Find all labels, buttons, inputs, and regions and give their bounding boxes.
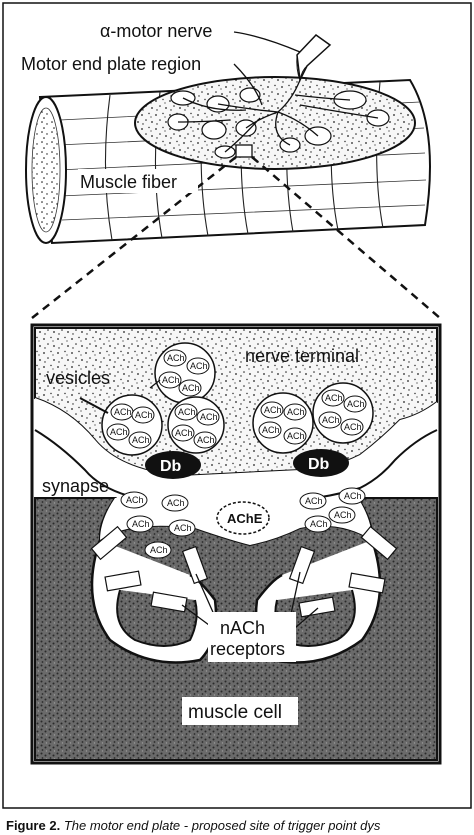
label-synapse: synapse — [42, 476, 109, 496]
ach-free-2 — [161, 494, 189, 512]
caption-number: Figure 2. — [6, 818, 61, 833]
ach-label: ACh — [262, 425, 280, 435]
ach-label: ACh — [287, 431, 305, 441]
dense-body-right — [293, 449, 349, 477]
ach-label: ACh — [190, 361, 208, 371]
ach-label: ACh — [264, 405, 282, 415]
ach-label: ACh — [162, 375, 180, 385]
ach-label: ACh — [287, 407, 305, 417]
label-muscle-fiber: Muscle fiber — [80, 172, 177, 192]
caption-body: The motor end plate - proposed site of t… — [63, 818, 381, 833]
ach-free-6 — [299, 492, 327, 510]
ach-free-5 — [144, 541, 172, 559]
ach-label: ACh — [132, 435, 150, 445]
ach-free-4 — [168, 519, 196, 537]
ach-label: ACh — [310, 519, 328, 529]
dense-body-left — [145, 451, 201, 479]
vesicle-cluster-5 — [312, 382, 374, 444]
motor-nerve — [296, 34, 332, 83]
ach-free-8 — [304, 515, 332, 533]
vesicle-cluster-2 — [101, 394, 163, 456]
ach-label: ACh — [167, 353, 185, 363]
ach-label: ACh — [305, 496, 323, 506]
motor-nerve-leader — [233, 31, 301, 53]
ach-label: ACh — [344, 422, 362, 432]
ach-label: ACh — [132, 519, 150, 529]
ach-label: ACh — [200, 412, 218, 422]
ach-label: ACh — [178, 407, 196, 417]
label-receptors: receptors — [210, 639, 285, 659]
ache-enzyme — [216, 501, 270, 535]
ach-label: ACh — [322, 415, 340, 425]
vesicle-cluster-3 — [167, 396, 225, 454]
figure-caption: Figure 2. The motor end plate - proposed… — [6, 818, 474, 833]
label-nach: nACh — [220, 618, 265, 638]
ach-free-7 — [338, 487, 366, 505]
ach-free-1 — [120, 491, 148, 509]
label-end-plate-region: Motor end plate region — [21, 54, 201, 74]
label-db-right: Db — [308, 456, 330, 473]
label-db-left: Db — [160, 458, 182, 475]
caption-bar — [0, 813, 474, 835]
label-nerve-terminal: nerve terminal — [245, 346, 359, 366]
ach-label: ACh — [110, 427, 128, 437]
ach-free-3 — [126, 515, 154, 533]
ach-labels: ACh ACh ACh ACh ACh ACh ACh ACh ACh ACh … — [110, 353, 365, 555]
zoom-box — [235, 144, 253, 158]
nach-receptors — [90, 525, 398, 618]
label-vesicles: vesicles — [46, 368, 110, 388]
ach-label: ACh — [344, 491, 362, 501]
ach-label: ACh — [150, 545, 168, 555]
muscle-fiber-illustration — [25, 34, 431, 245]
ach-label: ACh — [175, 428, 193, 438]
ach-free-9 — [328, 506, 356, 524]
ach-label: ACh — [126, 495, 144, 505]
label-muscle-cell: muscle cell — [188, 702, 282, 723]
ach-label: ACh — [135, 410, 153, 420]
vesicle-cluster-1 — [154, 342, 216, 404]
ach-label: ACh — [347, 399, 365, 409]
zoom-line-left — [31, 156, 237, 319]
ach-label: ACh — [114, 407, 132, 417]
ach-label: ACh — [174, 523, 192, 533]
ach-label: ACh — [325, 393, 343, 403]
ach-label: ACh — [182, 383, 200, 393]
end-plate-leader — [233, 63, 263, 106]
vesicle-cluster-4 — [252, 392, 314, 454]
label-ache: AChE — [227, 511, 263, 526]
ach-label: ACh — [334, 510, 352, 520]
ach-label: ACh — [167, 498, 185, 508]
label-motor-nerve: α-motor nerve — [100, 21, 212, 41]
ach-label: ACh — [197, 435, 215, 445]
